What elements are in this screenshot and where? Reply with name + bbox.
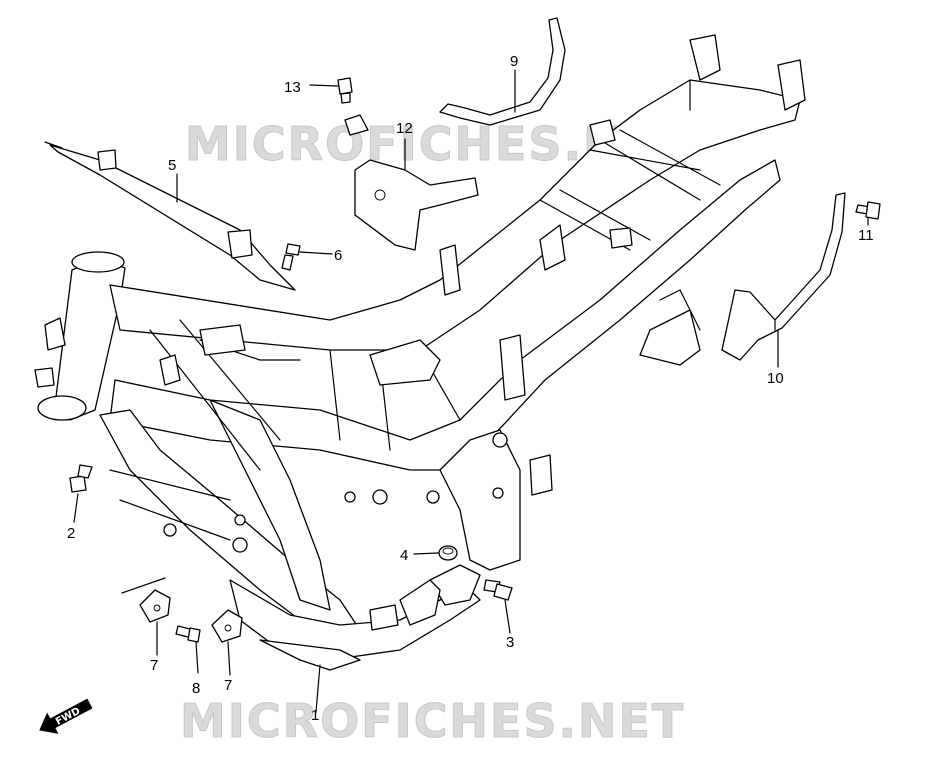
- rear-stay-part: [439, 17, 566, 126]
- plate-7b: [211, 609, 243, 643]
- callout-8: 8: [192, 680, 200, 697]
- front-stay-part: [44, 141, 296, 291]
- callout-6: 6: [334, 247, 342, 264]
- bolt-3: [483, 579, 513, 601]
- bolt-13: [337, 77, 353, 104]
- callout-2: 2: [67, 525, 75, 542]
- callout-7-right: 7: [224, 677, 232, 694]
- bracket-12-part: [344, 114, 479, 251]
- bolt-11: [855, 201, 881, 220]
- dashed-mount-line: [121, 577, 166, 594]
- callout-3: 3: [506, 634, 514, 651]
- callout-4: 4: [400, 547, 408, 564]
- bolt-6: [281, 243, 301, 271]
- callout-7-left: 7: [150, 657, 158, 674]
- bolt-8: [175, 625, 201, 643]
- bracket-10-part: [721, 192, 846, 361]
- bolt-2: [69, 464, 93, 493]
- fwd-arrow-icon: FWD: [39, 698, 93, 734]
- main-frame: [34, 34, 806, 671]
- plate-7a: [139, 589, 171, 623]
- callout-12: 12: [396, 120, 413, 137]
- callout-10: 10: [767, 370, 784, 387]
- callout-1: 1: [311, 707, 319, 724]
- watermark-bottom: MICROFICHES.NET: [180, 694, 685, 748]
- callout-5: 5: [168, 157, 176, 174]
- callout-13: 13: [284, 79, 301, 96]
- callout-11: 11: [858, 227, 874, 244]
- collar-4: [438, 545, 458, 561]
- callout-9: 9: [510, 53, 518, 70]
- leader-lines: [73, 69, 869, 713]
